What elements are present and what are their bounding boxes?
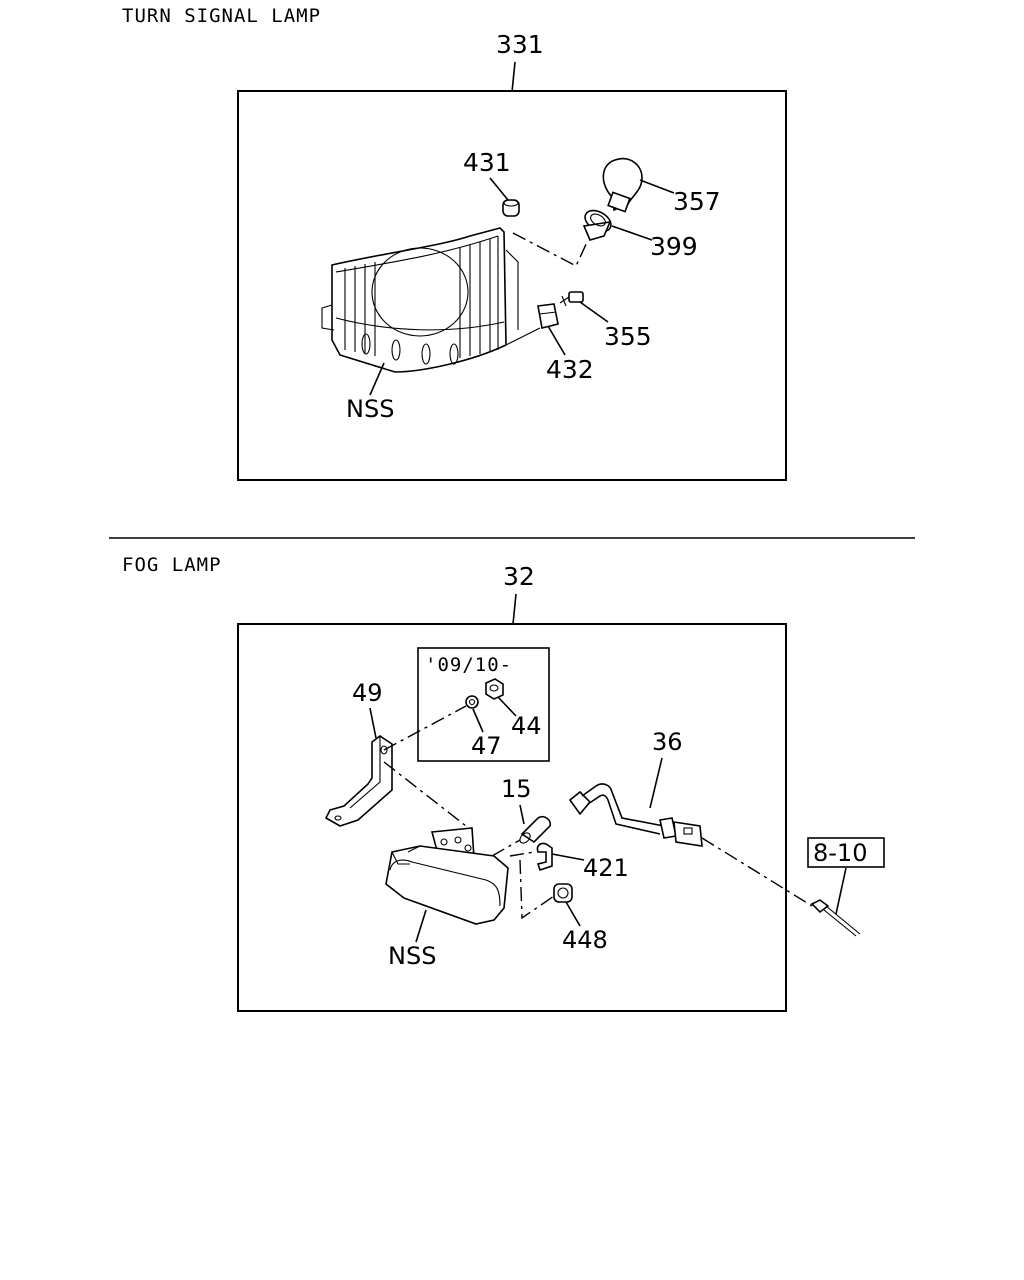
leader-nss-turn [369,362,385,396]
leader-448 [565,901,581,927]
body-harness-connector [810,899,861,937]
clip-432 [537,303,559,329]
grommet-assembly-line [519,859,555,920]
callout-nss-fog: NSS [388,942,436,970]
leader-431 [489,177,509,201]
leader-432 [547,325,566,356]
bulb-15 [519,815,552,844]
leader-355 [579,301,609,323]
callout-36: 36 [652,728,683,756]
grommet-431 [502,199,520,217]
bulb-357 [602,158,643,213]
fog-lamp-frame [237,623,787,1012]
turn-signal-assembly-line [512,232,589,267]
fog-lamp-housing [385,827,509,925]
leader-36 [649,757,663,809]
reference-leader [835,867,847,915]
leader-357 [639,179,675,194]
clip-assembly-line [509,851,535,857]
turn-signal-lamp-housing [321,227,541,373]
leader-15 [519,804,525,825]
bulb-assembly-line [491,839,521,857]
leader-421 [551,853,585,861]
callout-421: 421 [583,854,629,882]
fog-lamp-title: FOG LAMP [122,554,222,576]
variant-note: '09/10- [425,654,512,676]
callout-15: 15 [501,775,532,803]
leader-44 [497,696,517,717]
callout-399: 399 [650,232,698,261]
screw-355 [559,291,584,307]
turn-signal-frame [237,90,787,481]
reference-label: 8-10 [813,839,867,867]
callout-nss-turn: NSS [346,395,394,423]
turn-signal-assembly-ref: 331 [496,30,544,59]
socket-399 [582,209,612,241]
bracket-assembly-line-2 [383,761,467,827]
fog-lamp-assembly-ref: 32 [503,562,535,591]
washer-47 [465,695,479,709]
nut-44 [485,678,504,700]
callout-355: 355 [604,322,652,351]
callout-44: 44 [511,712,542,740]
assembly-leader [511,61,516,93]
callout-448: 448 [562,926,608,954]
leader-49 [369,707,377,739]
leader-399 [611,225,653,241]
reference-box [807,837,885,868]
callout-357: 357 [673,187,721,216]
variant-box [417,647,550,762]
bracket-49 [324,735,393,827]
bracket-assembly-line-1 [383,705,467,751]
turn-signal-section: TURN SIGNAL LAMP 331 [122,5,787,481]
leader-nss-fog [415,909,427,943]
fog-assembly-leader [512,593,517,625]
leader-47 [472,708,484,733]
harness-36 [568,783,703,847]
clip-421 [536,842,553,872]
callout-49: 49 [352,679,383,707]
harness-assembly-line [701,837,813,907]
callout-432: 432 [546,355,594,384]
turn-signal-title: TURN SIGNAL LAMP [122,5,321,27]
grommet-448 [553,883,573,903]
callout-431: 431 [463,148,511,177]
fog-lamp-section: FOG LAMP 32 '09/10- 44 47 49 [122,554,885,1012]
callout-47: 47 [471,732,502,760]
